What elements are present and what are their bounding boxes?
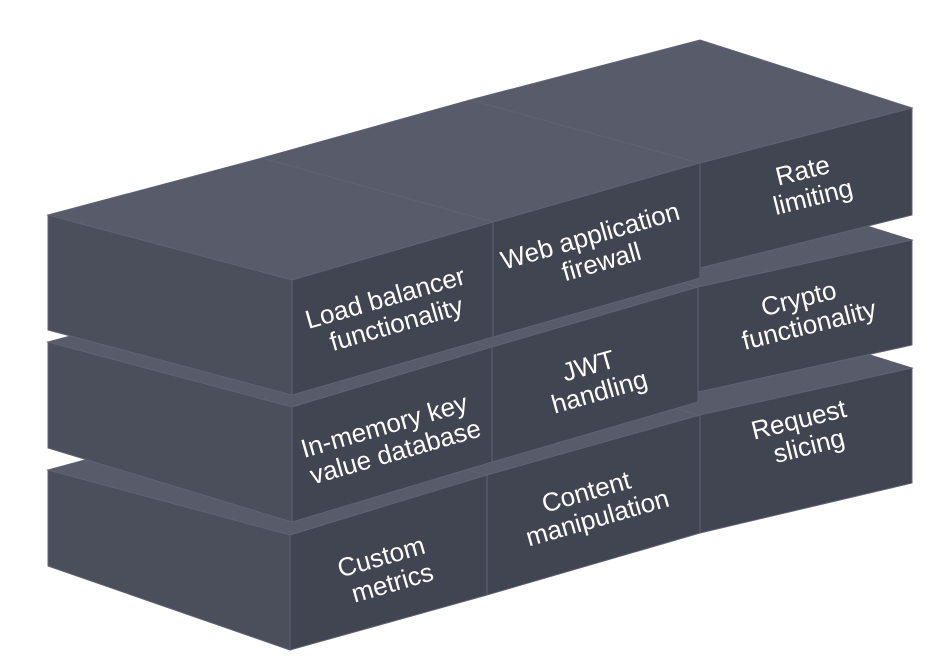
block-content-manipulation: Content manipulation [486, 414, 701, 596]
block-front-face [697, 239, 913, 393]
block-front-face [699, 107, 913, 269]
block-rate-limiting: Rate limiting [699, 107, 913, 269]
row-top: Load balancer functionality Web applicat… [46, 39, 914, 396]
block-front-face [699, 367, 913, 534]
block-front-face [491, 286, 699, 463]
block-front-face [492, 162, 701, 338]
block-load-balancer: Load balancer functionality [291, 221, 494, 396]
block-jwt-handling: JWT handling [491, 286, 699, 463]
block-custom-metrics: Custom metrics [289, 474, 488, 651]
block-in-memory-database: In-memory key value database [291, 346, 493, 523]
block-crypto-functionality: Crypto functionality [697, 239, 913, 393]
block-request-slicing: Request slicing [699, 367, 913, 534]
